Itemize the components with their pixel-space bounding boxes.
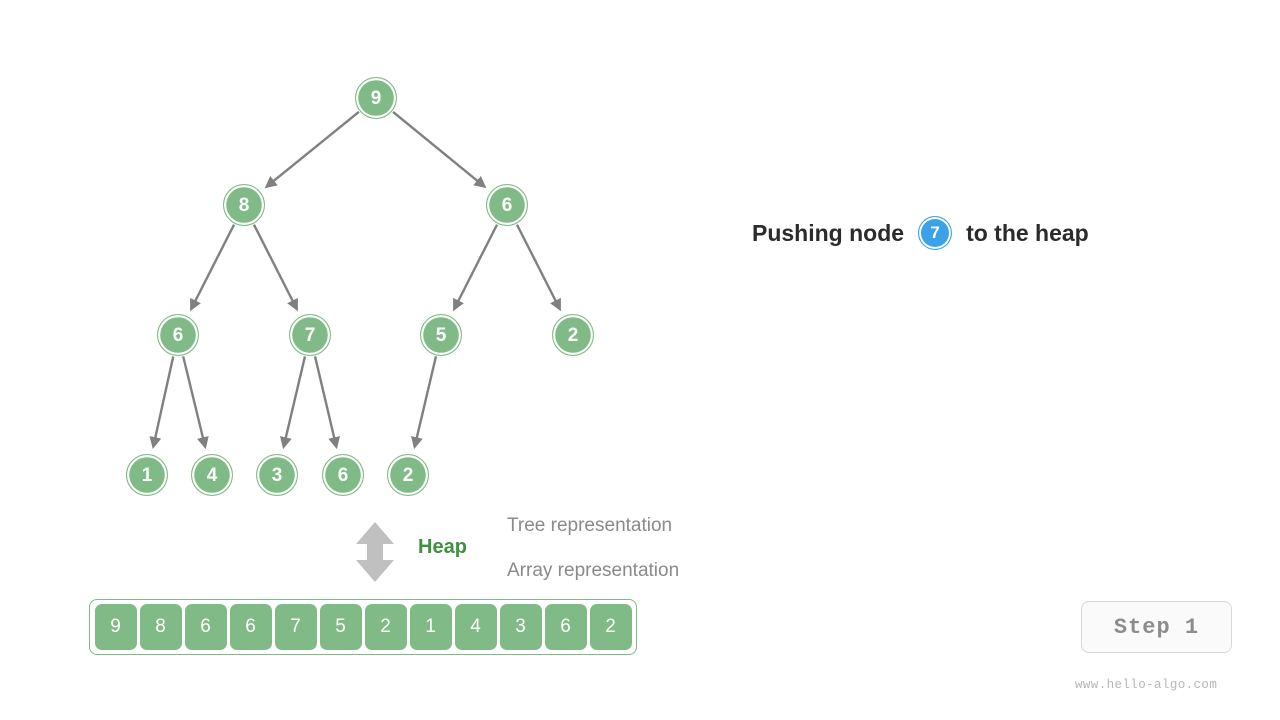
array-cell-2: 6 [184,604,227,650]
tree-node-value: 9 [370,87,382,109]
array-cell-value: 4 [470,616,481,637]
tree-edge-3-8 [182,356,209,450]
array-cell-3: 6 [229,604,272,650]
tree-node-value: 5 [435,324,447,346]
tree-representation-label: Tree representation [507,515,673,536]
tree-edge-1-3 [190,224,236,312]
tree-node-value: 6 [172,324,184,346]
watermark: www.hello-algo.com [1075,678,1218,692]
tree-node-1: 8 [223,184,265,226]
array-cell-11: 2 [589,604,632,650]
array-cell-value: 6 [200,616,211,637]
tree-edge-2-5 [453,224,499,312]
tree-node-value: 1 [141,464,153,486]
array-cell-value: 1 [425,616,436,637]
array-cell-8: 4 [454,604,497,650]
tree-node-value: 2 [567,324,579,346]
tree-node-value: 3 [271,464,283,486]
tree-node-value: 8 [238,194,250,216]
tree-node-7: 1 [126,454,168,496]
array-cell-value: 2 [605,616,616,637]
array-representation: 9 8 6 6 7 5 2 1 4 3 6 2 [89,599,637,655]
array-cell-value: 7 [290,616,301,637]
array-cell-9: 3 [499,604,542,650]
tree-edge-4-9 [280,356,307,450]
array-cell-10: 6 [544,604,587,650]
tree-node-0: 9 [355,77,397,119]
caption-pushed-node: 7 [918,216,953,250]
array-cell-0: 9 [94,604,137,650]
array-cell-value: 6 [245,616,256,637]
caption-text-after: to the heap [966,219,1089,246]
array-cell-5: 5 [319,604,362,650]
tree-edge-4-10 [313,356,340,450]
step-badge-label: Step 1 [1113,614,1200,640]
caption-banner: Pushing node 7 to the heap [752,216,1089,250]
tree-edge-2-6 [515,224,561,312]
array-cell-value: 3 [515,616,526,637]
tree-node-4: 7 [289,314,331,356]
tree-node-5: 5 [420,314,462,356]
tree-node-11: 2 [387,454,429,496]
step-badge: Step 1 [1081,601,1232,653]
caption-text-before: Pushing node [752,219,905,246]
array-cell-value: 8 [155,616,166,637]
array-cell-value: 6 [560,616,571,637]
tree-node-2: 6 [486,184,528,226]
tree-edge-3-7 [149,356,175,449]
tree-node-8: 4 [191,454,233,496]
tree-node-value: 6 [337,464,349,486]
array-representation-label: Array representation [507,560,680,581]
tree-node-6: 2 [552,314,594,356]
tree-edges [149,110,561,450]
tree-edge-1-4 [252,224,298,312]
tree-node-10: 6 [322,454,364,496]
tree-node-value: 6 [501,194,513,216]
array-cell-4: 7 [274,604,317,650]
array-cell-1: 8 [139,604,182,650]
tree-node-value: 2 [402,464,414,486]
tree-edge-5-11 [411,356,438,450]
array-cell-value: 2 [380,616,391,637]
up-down-arrow-icon [356,522,394,582]
array-cell-7: 1 [409,604,452,650]
tree-node-value: 7 [304,324,316,346]
tree-edge-0-2 [392,110,487,189]
heap-legend: Heap Tree representation Array represent… [352,512,752,592]
array-cell-value: 5 [335,616,346,637]
tree-node-3: 6 [157,314,199,356]
tree-node-value: 4 [206,464,218,486]
tree-node-9: 3 [256,454,298,496]
array-cell-value: 9 [110,616,121,637]
caption-pushed-node-value: 7 [930,223,940,242]
heap-label: Heap [418,536,467,558]
tree-edge-0-1 [264,110,360,189]
array-cell-6: 2 [364,604,407,650]
